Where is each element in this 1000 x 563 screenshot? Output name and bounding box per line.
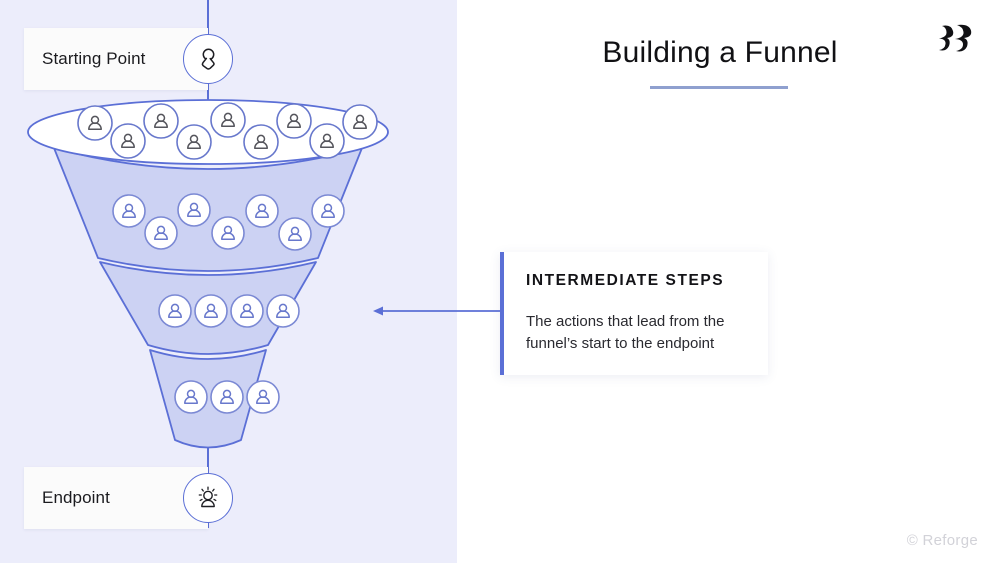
left-arrow-icon (373, 306, 383, 316)
reforge-logo-icon (939, 24, 972, 52)
tap-hand-icon (201, 48, 215, 70)
starting-point-text: Starting Point (42, 49, 146, 68)
idea-person-icon (198, 486, 218, 508)
callout-body-line-2: funnel’s start to the endpoint (526, 334, 715, 352)
copyright-watermark: © Reforge (906, 532, 978, 549)
funnel-people-stage-2 (112, 193, 345, 251)
callout-body-line-1: The actions that lead from the (526, 313, 725, 330)
funnel-people-stage-3 (158, 294, 300, 328)
callout-body: The actions that lead from the funnel’s … (526, 311, 746, 355)
funnel-stage-4 (149, 349, 267, 449)
funnel-people-stage-4 (174, 380, 280, 414)
endpoint-node[interactable] (183, 473, 233, 523)
funnel-diagram (27, 0, 389, 528)
page-title: Building a Funnel (602, 36, 838, 69)
callout-title: INTERMEDIATE STEPS (526, 272, 725, 289)
callout-arrow (373, 306, 503, 316)
endpoint-text: Endpoint (42, 488, 110, 507)
starting-point-label: Starting Point (24, 28, 208, 90)
callout-card: INTERMEDIATE STEPS The actions that lead… (500, 252, 768, 375)
funnel-people-stage-1 (77, 102, 378, 160)
title-underline (650, 86, 788, 89)
starting-point-node[interactable] (183, 34, 233, 84)
endpoint-label: Endpoint (24, 467, 208, 529)
